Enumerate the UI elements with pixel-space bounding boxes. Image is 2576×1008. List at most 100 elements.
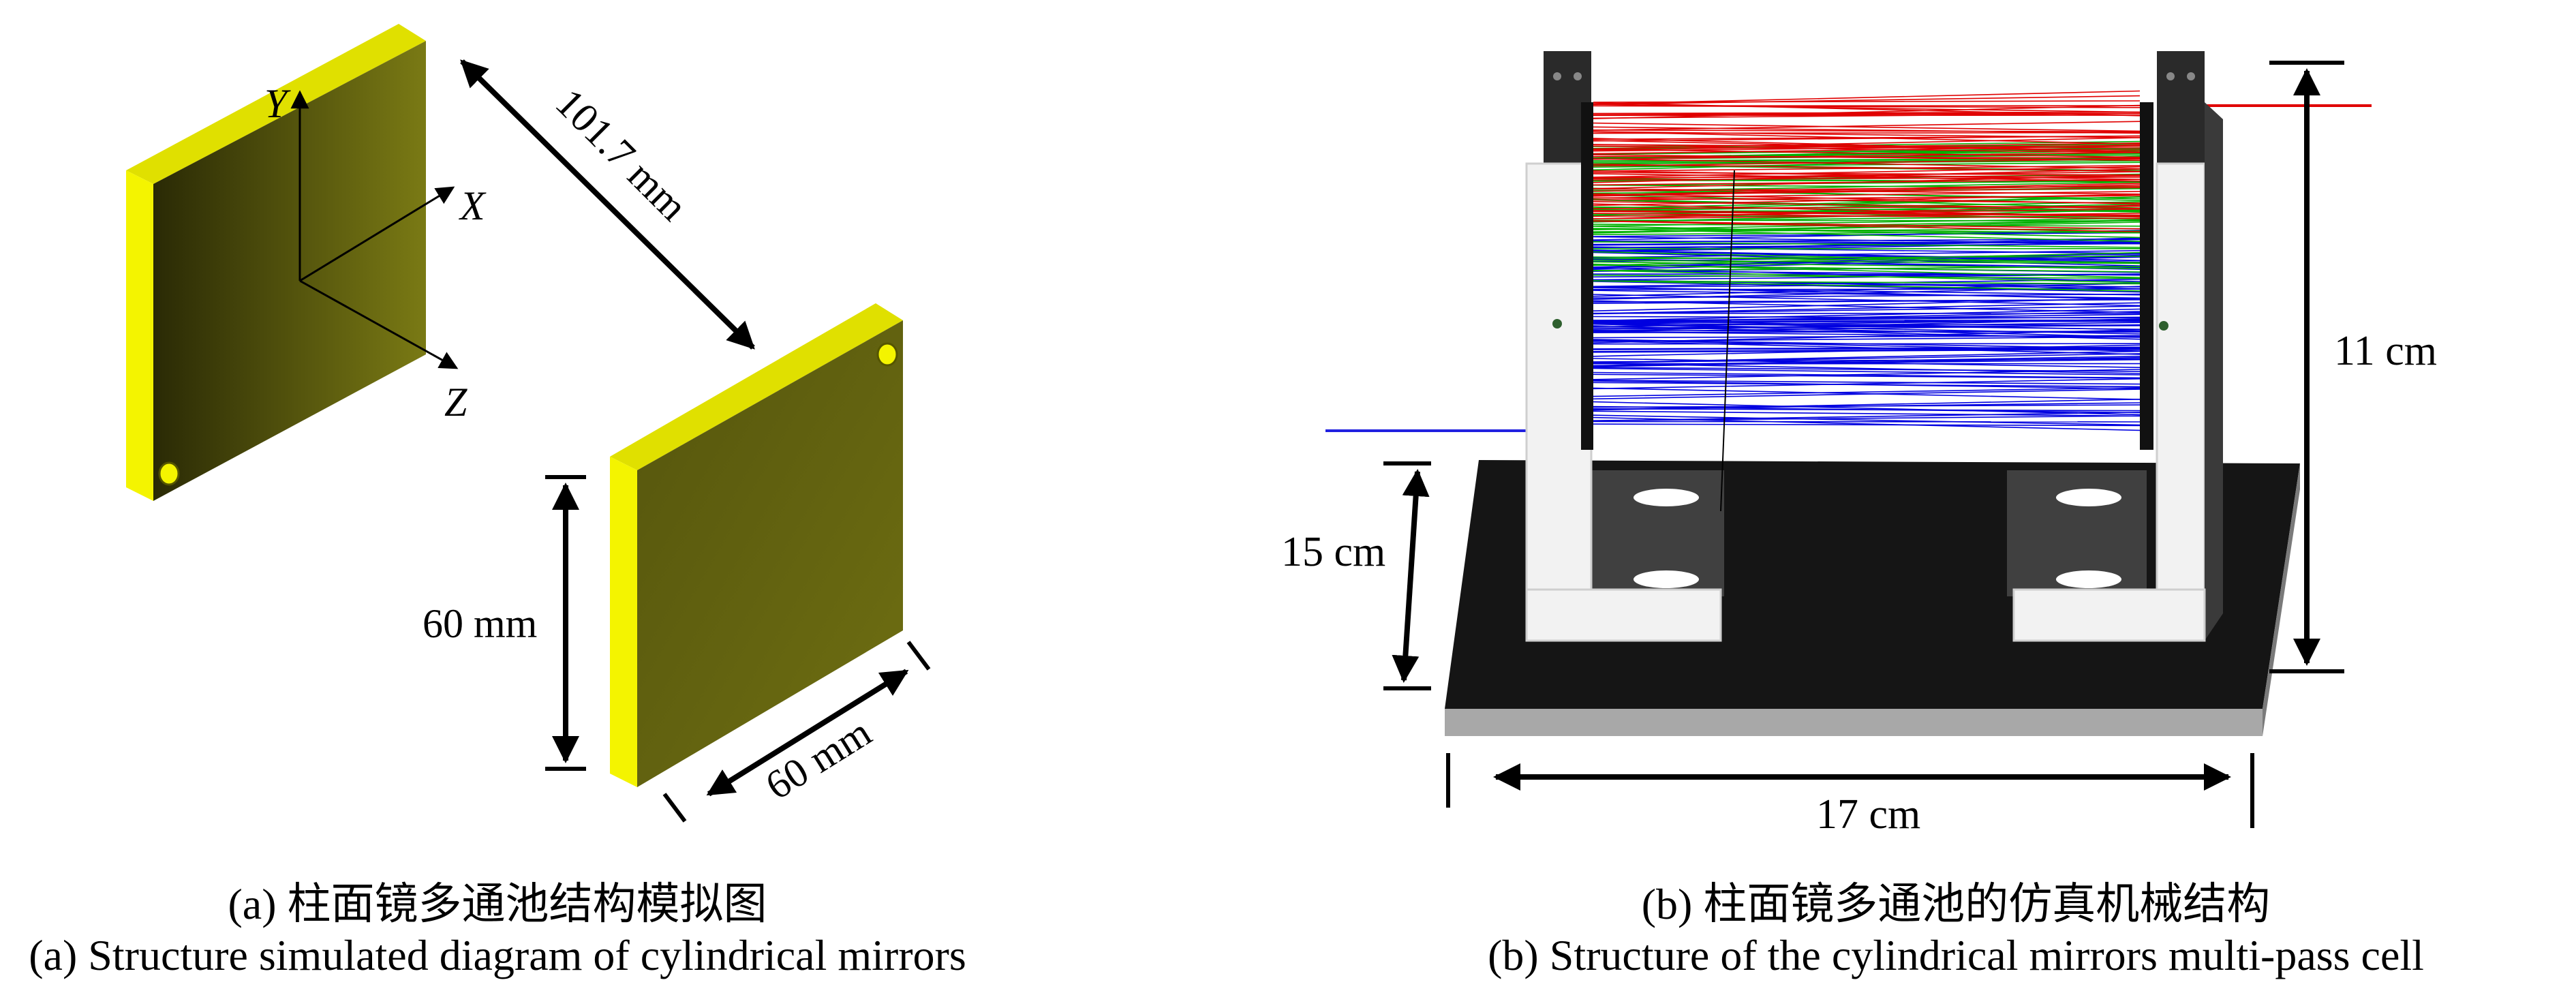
- ray-line: [1593, 264, 2141, 273]
- ray-line: [1593, 193, 2141, 204]
- left-mirror-hole: [158, 461, 180, 486]
- left-mirror-face: [153, 41, 426, 501]
- left-mirror-top-edge: [126, 24, 426, 184]
- coordinate-axes: [290, 90, 459, 369]
- ray-line: [1593, 201, 2141, 209]
- right-slot-lower: [2056, 570, 2121, 588]
- ray-line: [1593, 421, 2141, 423]
- ray-line: [1593, 201, 2141, 212]
- ray-line: [1593, 348, 2141, 350]
- left-mirror-surface: [1581, 102, 1593, 450]
- ray-line: [1593, 230, 2141, 235]
- ray-line: [1593, 154, 2141, 161]
- ray-line: [1593, 95, 2141, 106]
- right-mirror-face: [637, 320, 903, 787]
- right-frame-shadow: [2205, 102, 2223, 641]
- ray-line: [1593, 305, 2141, 315]
- ray-line: [1593, 242, 2141, 252]
- ray-line: [1593, 241, 2141, 248]
- ray-line: [1593, 203, 2141, 218]
- ray-line: [1593, 387, 2141, 400]
- ray-line: [1593, 282, 2141, 288]
- ray-line: [1593, 129, 2141, 133]
- left-slot-upper: [1634, 489, 1699, 506]
- ray-line: [1593, 137, 2141, 150]
- height-label-b: 11 cm: [2334, 328, 2437, 374]
- ray-line: [1593, 251, 2141, 264]
- axis-label-z: Z: [444, 380, 467, 425]
- ray-line: [1593, 331, 2141, 333]
- right-slot-upper: [2056, 489, 2121, 506]
- right-mirror-surface: [2140, 102, 2153, 450]
- ray-line: [1593, 340, 2141, 355]
- right-frame-post: [2156, 162, 2206, 642]
- ray-line: [1593, 135, 2141, 142]
- ray-line: [1593, 164, 2141, 172]
- ray-line: [1593, 281, 2141, 293]
- ray-line: [1593, 380, 2141, 385]
- panel-b: 11 cm 15 cm 17 cm: [1281, 51, 2437, 838]
- ray-line: [1593, 274, 2141, 279]
- ray-line: [1593, 195, 2141, 201]
- ray-line: [1593, 144, 2141, 151]
- ray-line: [1593, 356, 2141, 367]
- ray-line: [1593, 131, 2141, 144]
- ray-line: [1593, 168, 2141, 183]
- height-label: 60 mm: [423, 601, 537, 646]
- ray-line: [1593, 380, 2141, 389]
- ray-line: [1593, 280, 2141, 285]
- ray-line: [1593, 112, 2141, 119]
- ray-line: [1593, 302, 2141, 314]
- ray-line: [1593, 378, 2141, 390]
- left-mirror-side-edge: [126, 170, 153, 501]
- ray-line: [1593, 205, 2141, 209]
- ray-line: [1593, 399, 2141, 411]
- ray-line: [1593, 297, 2141, 311]
- caption-b-english: (b) Structure of the cylindrical mirrors…: [1488, 931, 2424, 979]
- ray-bundle: [1593, 90, 2141, 431]
- ray-line: [1593, 158, 2141, 167]
- ray-line: [1593, 286, 2141, 300]
- ray-line: [1593, 344, 2141, 357]
- depth-dimension-arrow: [1392, 469, 1430, 683]
- right-mirror: [610, 303, 903, 787]
- ray-line: [1593, 423, 2141, 427]
- ray-line: [1593, 373, 2141, 379]
- ray-line: [1593, 323, 2141, 326]
- ray-line: [1593, 132, 2141, 134]
- axis-label-x: X: [459, 183, 487, 228]
- separation-dimension-arrow: [460, 59, 755, 350]
- ray-line: [1593, 323, 2141, 335]
- ray-line: [1593, 126, 2141, 134]
- ray-line: [1593, 121, 2141, 131]
- ray-line: [1593, 401, 2141, 416]
- ray-line: [1593, 323, 2141, 338]
- ray-line: [1593, 371, 2141, 379]
- width-tick-right: [906, 641, 931, 671]
- ray-line: [1593, 220, 2141, 232]
- ray-line: [1593, 140, 2141, 153]
- base-plate-right-side: [2263, 463, 2300, 736]
- right-frame-foot: [2012, 588, 2206, 642]
- ray-line: [1593, 241, 2141, 246]
- ray-line: [1593, 294, 2141, 307]
- depth-label: 15 cm: [1281, 529, 1385, 575]
- ray-line: [1593, 410, 2141, 417]
- ray-line: [1593, 179, 2141, 186]
- ray-line: [1593, 149, 2141, 158]
- ray-line: [1593, 280, 2141, 292]
- ray-line: [1593, 249, 2141, 258]
- axis-label-y: Y: [264, 81, 291, 126]
- ray-line: [1593, 172, 2141, 176]
- ray-line: [1593, 270, 2141, 276]
- ray-line: [1593, 105, 2141, 108]
- ray-line: [1593, 165, 2141, 172]
- panel-a: Y X Z 101.7 mm 60 mm 60 mm: [126, 24, 931, 823]
- right-frame-cap: [2157, 51, 2205, 164]
- ray-line: [1593, 358, 2141, 368]
- ray-line: [1593, 187, 2141, 196]
- caption-a-chinese: (a) 柱面镜多通池结构模拟图: [228, 880, 767, 928]
- width-label-b: 17 cm: [1816, 791, 1920, 838]
- ray-line: [1593, 414, 2141, 426]
- caption-a-english: (a) Structure simulated diagram of cylin…: [29, 931, 966, 979]
